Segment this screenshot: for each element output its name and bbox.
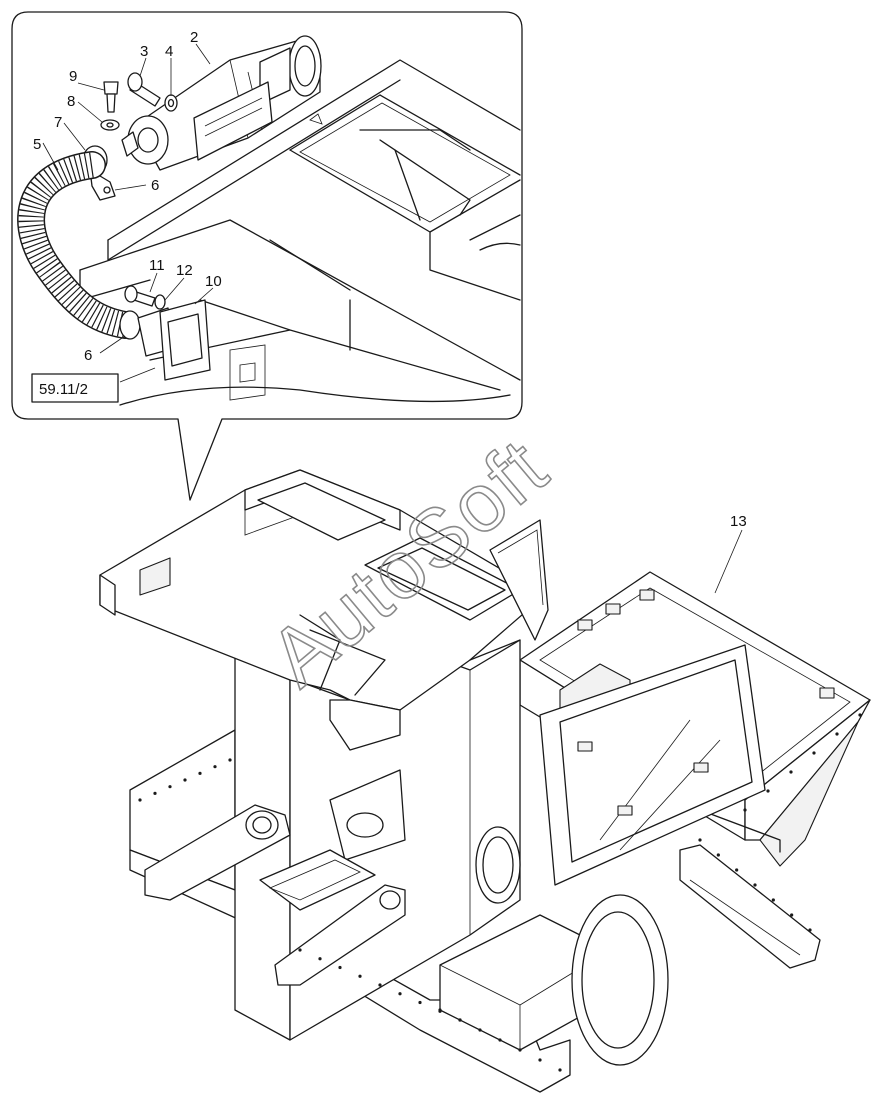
rivet-hole [789,770,793,774]
rivet-hole [458,1018,462,1022]
washer-8 [100,119,120,131]
rear-window-frame [539,644,766,886]
top-deck [99,469,546,751]
rivet-hole [298,948,302,952]
inset-reference-label: 59.11/2 [39,381,88,398]
inset-frame-structure [79,59,521,406]
rivet-hole [753,883,757,887]
rivet-hole [716,853,720,857]
rivet-hole [771,898,775,902]
main-frame-assembly: 13 [99,469,871,1093]
callout-6: 6 [151,177,159,194]
rivet-hole [518,1048,522,1052]
callout-9: 9 [69,68,77,85]
bolt-11 [124,285,156,307]
rivet-hole [398,992,402,996]
air-cleaner [121,35,322,171]
rivet-holes [138,713,862,1072]
callout-13: 13 [730,513,747,530]
inset-detail-panel: 2 3 4 9 8 7 5 6 11 12 10 6 59.11/2 [11,11,523,501]
callout-3: 3 [140,43,148,60]
rivet-hole [318,957,322,961]
rivet-hole [812,751,816,755]
rivet-hole [438,1008,442,1012]
rivet-hole [338,965,342,970]
callout-7: 7 [54,114,62,131]
rivet-hole [478,1028,482,1032]
rivet-hole [698,838,702,842]
rivet-hole [766,789,770,793]
callout-5: 5 [33,136,41,153]
rivet-hole [498,1038,502,1042]
side-arm [144,804,406,986]
callout-2: 2 [190,29,198,46]
rivet-hole [808,928,812,932]
bolt-9 [103,81,119,113]
rivet-hole [858,713,862,717]
washer-4 [164,94,178,112]
rivet-hole [358,974,362,978]
rivet-hole [835,732,839,736]
front-bin [439,894,669,1066]
rivet-hole [198,771,202,775]
inset-reference-box: 59.11/2 [31,373,119,403]
rivet-hole [790,913,794,917]
rivet-hole [538,1058,542,1062]
rivet-hole [735,868,739,872]
rivet-hole [153,791,157,795]
callout-12: 12 [176,262,193,279]
right-bracket [489,519,549,641]
washer-12 [154,294,166,310]
inset-leader-lines [42,43,214,383]
leader-13 [714,529,743,594]
callout-4: 4 [165,43,173,60]
flex-hose-5 [17,151,139,339]
rivet-hole [183,778,187,782]
rivet-hole [138,798,142,802]
callout-6-lower: 6 [84,347,92,364]
callout-8: 8 [67,93,75,110]
rivet-hole [418,1000,422,1005]
rivet-hole [743,808,747,812]
hose-flange [119,299,211,381]
bolt-3 [127,72,161,107]
callout-11: 11 [149,257,165,274]
rivet-hole [558,1068,562,1072]
rivet-hole [213,765,217,769]
rivet-hole [228,758,232,762]
callout-10: 10 [205,273,222,290]
rivet-hole [378,983,382,987]
rivet-hole [168,785,172,789]
